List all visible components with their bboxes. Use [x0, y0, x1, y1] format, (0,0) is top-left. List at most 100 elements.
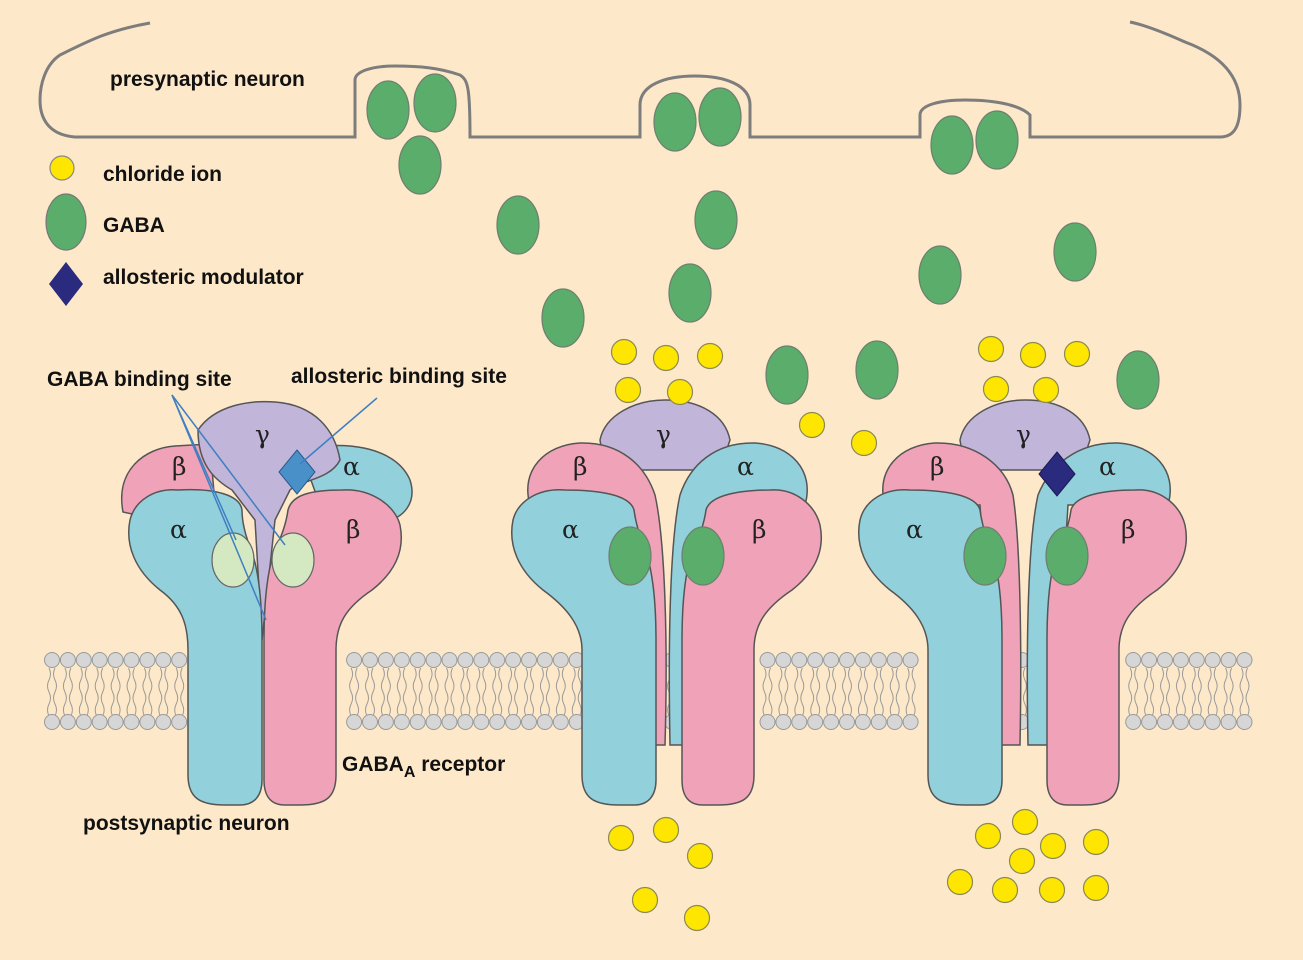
lipid-tail — [524, 667, 528, 717]
chloride-ion — [1019, 341, 1047, 369]
gaba-icon — [45, 193, 87, 251]
lipid-head — [870, 652, 887, 668]
lipid-head — [457, 714, 474, 730]
lipid-head — [155, 714, 172, 730]
lipid-tail — [857, 667, 862, 717]
lipid-tail — [889, 667, 894, 717]
lipid-tail — [905, 667, 910, 717]
lipid-head — [1220, 714, 1237, 730]
presynaptic-membrane — [38, 20, 1242, 139]
lipid-head — [807, 652, 824, 668]
subunit-beta: β — [172, 452, 186, 481]
lipid-tail — [132, 667, 137, 717]
lipid-head — [139, 652, 156, 668]
lipid-tail — [84, 667, 89, 717]
lipid-tail — [895, 667, 900, 717]
lipid-head — [791, 714, 808, 730]
lipid-tail — [1128, 667, 1133, 717]
lipid-head — [536, 652, 553, 668]
lipid-tail — [514, 667, 519, 717]
lipid-head — [552, 714, 569, 730]
lipid-tail — [778, 667, 783, 717]
gaba-receptor-resting: γ β α α β — [120, 400, 413, 806]
lipid-tail — [418, 667, 423, 717]
presynaptic-label: presynaptic neuron — [110, 68, 305, 91]
subunit-alpha: α — [562, 515, 579, 544]
lipid-head — [1204, 652, 1221, 668]
lipid-tail — [466, 667, 471, 717]
subunit-beta: β — [930, 452, 944, 481]
gaba-molecule — [413, 73, 457, 133]
chloride-ion — [666, 378, 694, 406]
lipid-head — [791, 652, 808, 668]
lipid-head — [839, 714, 855, 730]
lipid-tail — [842, 667, 846, 717]
subunit-gamma: γ — [1016, 420, 1031, 449]
lipid-head — [473, 652, 490, 668]
chloride-ion — [683, 904, 711, 932]
lipid-tail — [126, 667, 131, 717]
lipid-head — [1125, 714, 1142, 730]
subunit-beta: β — [573, 452, 587, 481]
allosteric-site-label: allosteric binding site — [291, 365, 507, 388]
lipid-tail — [1197, 667, 1202, 717]
lipid-head — [346, 652, 363, 668]
lipid-head — [1157, 652, 1173, 668]
lipid-tail — [762, 667, 767, 717]
gaba-molecule — [930, 115, 974, 175]
lipid-head — [489, 652, 506, 668]
gaba-molecule — [668, 263, 712, 323]
chloride-ion — [974, 822, 1002, 850]
lipid-head — [155, 652, 172, 668]
lipid-tail — [1175, 667, 1180, 717]
chloride-ion — [652, 344, 680, 372]
lipid-head — [489, 714, 506, 730]
lipid-tail — [784, 667, 789, 717]
lipid-head — [44, 652, 60, 668]
subunit-alpha: α — [1099, 452, 1116, 481]
lipid-tail — [1166, 667, 1170, 717]
lipid-head — [107, 714, 124, 730]
subunit-alpha: α — [343, 452, 360, 481]
lipid-tail — [402, 667, 407, 717]
lipid-head — [1204, 714, 1221, 730]
postsynaptic-label: postsynaptic neuron — [83, 812, 290, 835]
lipid-tail — [800, 667, 805, 717]
chloride-ion — [652, 816, 680, 844]
lipid-head — [59, 714, 76, 730]
lipid-tail — [68, 667, 73, 717]
lipid-head — [171, 652, 188, 668]
chloride-ion — [1038, 876, 1066, 904]
lipid-tail — [53, 667, 57, 717]
chloride-ion — [977, 335, 1005, 363]
chloride-ion — [850, 429, 878, 457]
lipid-tail — [158, 667, 163, 717]
lipid-head — [425, 714, 442, 730]
lipid-head — [505, 652, 522, 668]
chloride-ion — [610, 338, 638, 366]
lipid-head — [902, 714, 919, 730]
gaba-molecule — [1116, 350, 1160, 410]
lipid-tail — [116, 667, 121, 717]
lipid-tail — [816, 667, 821, 717]
lipid-head — [91, 652, 108, 668]
subunit-beta: β — [1121, 515, 1135, 544]
lipid-tail — [1181, 667, 1186, 717]
lipid-bilayer — [44, 652, 1253, 730]
lipid-head — [839, 652, 855, 668]
gaba-molecule — [765, 345, 809, 405]
lipid-tail — [380, 667, 385, 717]
lipid-head — [123, 714, 140, 730]
lipid-head — [441, 652, 458, 668]
gaba-molecule — [608, 526, 652, 586]
lipid-head — [75, 652, 92, 668]
lipid-head — [1172, 714, 1189, 730]
gaba-molecule — [681, 526, 725, 586]
lipid-head — [59, 652, 76, 668]
bound-modulator — [1038, 451, 1076, 497]
allosteric-binding-site — [278, 449, 316, 495]
lipid-head — [91, 714, 108, 730]
lipid-head — [107, 652, 124, 668]
chloride-ion — [1063, 340, 1091, 368]
lipid-head — [409, 652, 426, 668]
